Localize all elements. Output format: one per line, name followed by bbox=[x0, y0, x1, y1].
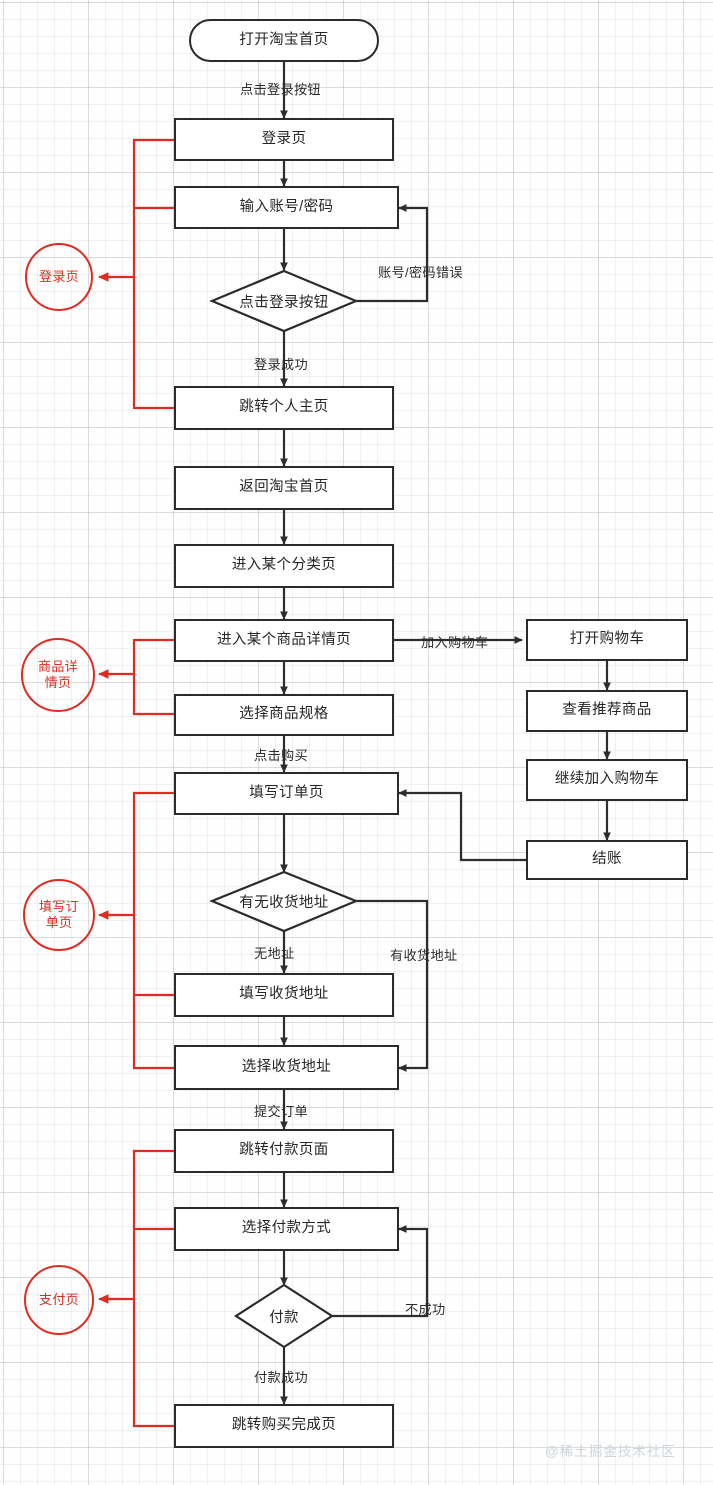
edge-label-click-buy: 点击购买 bbox=[254, 748, 308, 763]
edge-label-submit-order: 提交订单 bbox=[254, 1104, 308, 1119]
annotation-circle-fill-order-line2: 单页 bbox=[45, 915, 73, 930]
node-view-recommended[interactable]: 查看推荐商品 bbox=[526, 690, 688, 732]
node-go-payment-page[interactable]: 跳转付款页面 bbox=[174, 1129, 394, 1173]
node-select-payment-label: 选择付款方式 bbox=[241, 1220, 332, 1237]
node-click-login-label: 点击登录按钮 bbox=[239, 294, 329, 311]
node-go-payment-page-label: 跳转付款页面 bbox=[239, 1142, 329, 1159]
node-go-personal-home-label: 跳转个人主页 bbox=[239, 399, 329, 416]
edge-label-click-login-button: 点击登录按钮 bbox=[240, 82, 321, 97]
node-select-spec[interactable]: 选择商品规格 bbox=[174, 694, 394, 736]
node-login-page[interactable]: 登录页 bbox=[174, 118, 394, 161]
node-fill-order-page-label: 填写订单页 bbox=[249, 784, 324, 801]
node-continue-add-cart-label: 继续加入购物车 bbox=[554, 771, 660, 788]
node-input-credentials-label: 输入账号/密码 bbox=[239, 198, 334, 215]
node-enter-product-detail[interactable]: 进入某个商品详情页 bbox=[174, 619, 394, 662]
watermark: @稀土掘金技术社区 bbox=[545, 1444, 676, 1459]
node-login-page-label: 登录页 bbox=[261, 130, 307, 147]
node-click-login-decision[interactable]: 点击登录按钮 bbox=[212, 271, 356, 331]
node-has-address-decision[interactable]: 有无收货地址 bbox=[212, 872, 356, 931]
edge-label-credential-error: 账号/密码错误 bbox=[378, 265, 463, 280]
node-purchase-complete-label: 跳转购买完成页 bbox=[231, 1417, 337, 1434]
node-select-address-label: 选择收货地址 bbox=[241, 1058, 332, 1075]
node-continue-add-cart[interactable]: 继续加入购物车 bbox=[526, 759, 688, 801]
edge-label-pay-failed: 不成功 bbox=[405, 1302, 446, 1317]
node-fill-address[interactable]: 填写收货地址 bbox=[174, 973, 394, 1017]
node-fill-address-label: 填写收货地址 bbox=[239, 986, 329, 1003]
node-has-address-label: 有无收货地址 bbox=[239, 895, 329, 911]
edge-label-has-address: 有收货地址 bbox=[390, 948, 458, 963]
annotation-circle-product-detail[interactable]: 商品详 情页 bbox=[21, 638, 95, 712]
edge-label-no-address: 无地址 bbox=[254, 946, 295, 961]
annotation-circle-payment-label: 支付页 bbox=[39, 1291, 79, 1307]
node-enter-category-label: 进入某个分类页 bbox=[231, 557, 337, 574]
node-select-payment[interactable]: 选择付款方式 bbox=[174, 1207, 399, 1251]
node-back-home[interactable]: 返回淘宝首页 bbox=[174, 466, 394, 510]
node-checkout[interactable]: 结账 bbox=[526, 840, 688, 880]
annotation-circle-login[interactable]: 登录页 bbox=[25, 243, 93, 311]
node-open-cart[interactable]: 打开购物车 bbox=[526, 619, 688, 661]
node-go-personal-home[interactable]: 跳转个人主页 bbox=[174, 386, 394, 430]
node-pay-decision[interactable]: 付款 bbox=[236, 1285, 332, 1347]
node-start[interactable]: 打开淘宝首页 bbox=[189, 19, 379, 62]
annotation-circle-fill-order-line1: 填写订 bbox=[39, 898, 79, 914]
node-enter-product-detail-label: 进入某个商品详情页 bbox=[216, 631, 352, 648]
edge-label-login-success: 登录成功 bbox=[254, 357, 308, 372]
node-enter-category[interactable]: 进入某个分类页 bbox=[174, 544, 394, 588]
edge-label-pay-success: 付款成功 bbox=[254, 1370, 308, 1385]
annotation-circle-login-label: 登录页 bbox=[39, 268, 79, 284]
node-pay-label: 付款 bbox=[269, 1309, 299, 1326]
node-select-address[interactable]: 选择收货地址 bbox=[174, 1045, 399, 1090]
node-fill-order-page[interactable]: 填写订单页 bbox=[174, 772, 399, 815]
annotation-circle-product-detail-line2: 情页 bbox=[44, 675, 72, 690]
node-input-credentials[interactable]: 输入账号/密码 bbox=[174, 186, 399, 229]
node-open-cart-label: 打开购物车 bbox=[569, 631, 645, 648]
node-back-home-label: 返回淘宝首页 bbox=[239, 479, 329, 496]
node-start-label: 打开淘宝首页 bbox=[239, 31, 329, 48]
edge-label-add-to-cart: 加入购物车 bbox=[421, 635, 489, 650]
annotation-circle-payment[interactable]: 支付页 bbox=[24, 1265, 94, 1335]
annotation-circle-fill-order[interactable]: 填写订 单页 bbox=[23, 879, 95, 951]
annotation-circle-product-detail-line1: 商品详 bbox=[38, 658, 78, 674]
node-checkout-label: 结账 bbox=[592, 851, 622, 868]
node-purchase-complete[interactable]: 跳转购买完成页 bbox=[174, 1404, 394, 1448]
node-select-spec-label: 选择商品规格 bbox=[239, 706, 329, 723]
node-view-recommended-label: 查看推荐商品 bbox=[562, 702, 652, 719]
